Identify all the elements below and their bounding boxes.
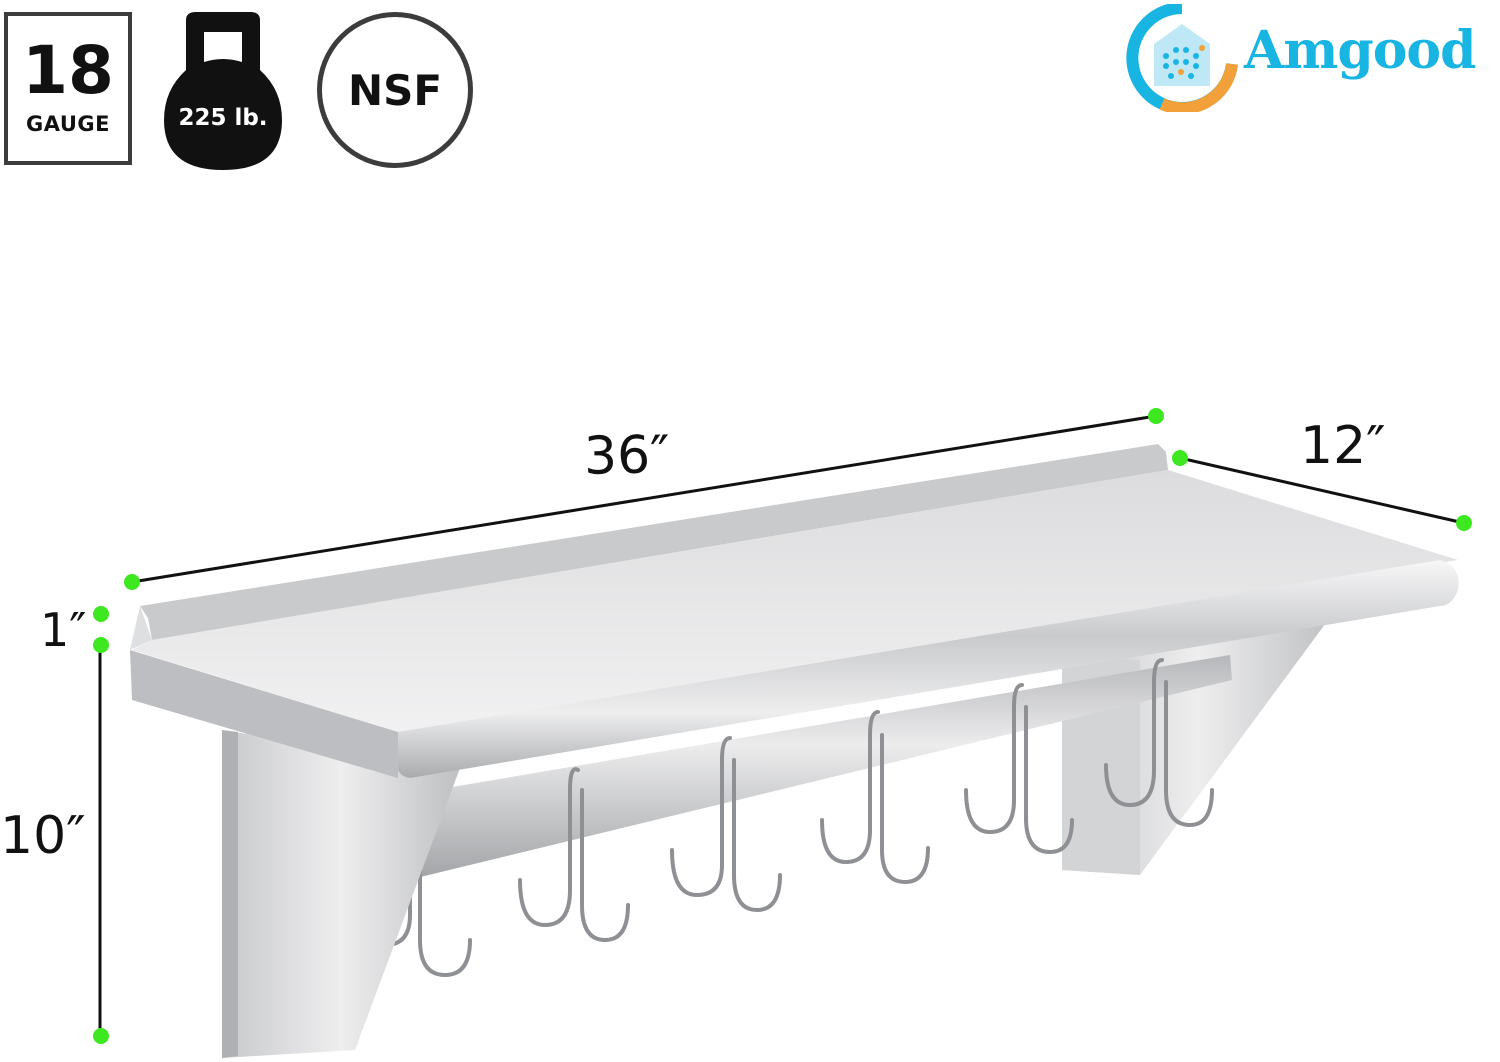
amgood-logo-icon [1126, 2, 1238, 115]
depth-dimension-label: 12″ [1300, 416, 1386, 476]
kettlebell-icon [164, 12, 282, 170]
gauge-number: 18 [22, 32, 114, 109]
brand-name: Amgood [1244, 20, 1476, 81]
bracket-height-dimension-label: 10″ [0, 806, 86, 866]
gauge-label: GAUGE [26, 112, 110, 136]
brand-logo [1122, 2, 1500, 115]
nsf-badge: NSF [317, 12, 473, 168]
nsf-label: NSF [347, 65, 443, 115]
dimension-markers [93, 408, 1472, 1044]
length-dimension-label: 36″ [583, 425, 671, 487]
dimension-lines [98, 414, 1465, 1036]
shelf [130, 444, 1459, 778]
weight-capacity-label: 225 lb. [178, 105, 268, 131]
weight-capacity-badge: 225 lb. [164, 10, 282, 170]
hook-icon [362, 658, 1214, 978]
gauge-badge: 18 GAUGE [4, 12, 132, 165]
lip-height-dimension-label: 1″ [40, 603, 87, 657]
front-bracket [222, 730, 460, 1058]
